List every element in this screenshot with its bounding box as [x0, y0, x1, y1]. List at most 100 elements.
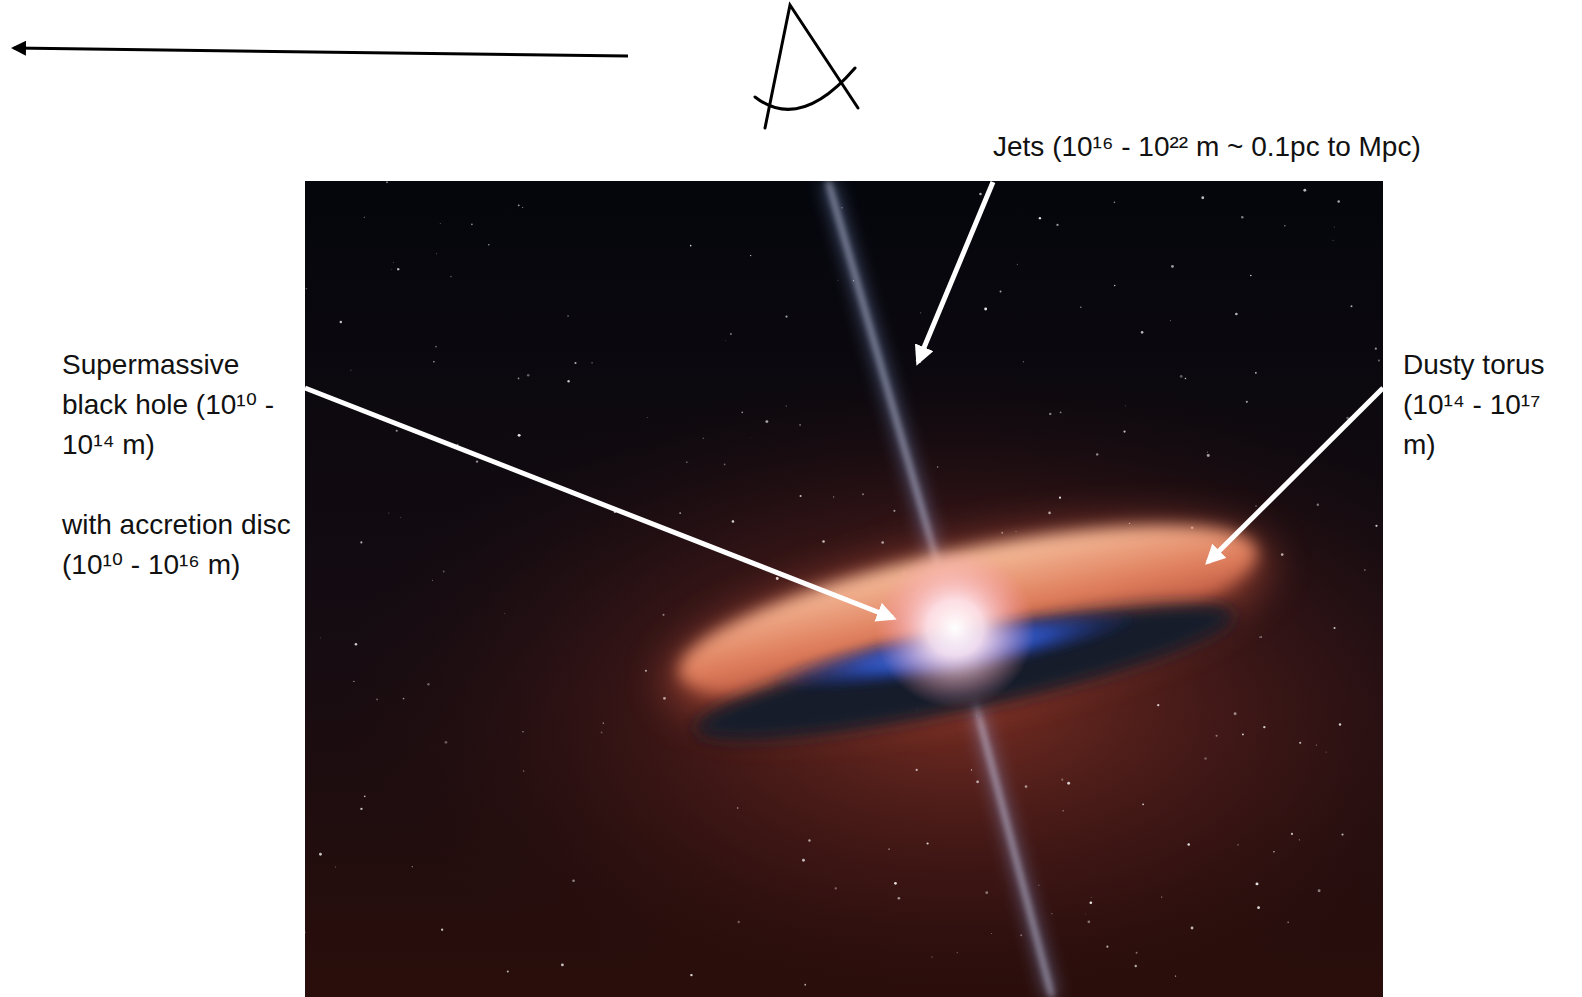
- leader-arrow: [1208, 388, 1383, 562]
- direction-arrow: [14, 48, 628, 56]
- star: [991, 933, 993, 935]
- star: [1255, 372, 1257, 374]
- star: [1049, 413, 1051, 415]
- star: [305, 932, 306, 933]
- star: [1284, 225, 1286, 227]
- star: [750, 255, 751, 256]
- star: [1096, 453, 1098, 455]
- star: [436, 253, 438, 255]
- star: [1235, 313, 1238, 316]
- star: [435, 346, 437, 348]
- star: [1025, 785, 1028, 788]
- star: [392, 261, 394, 263]
- star: [1185, 378, 1187, 380]
- star: [360, 808, 362, 810]
- star: [1287, 921, 1289, 923]
- star: [1175, 976, 1176, 977]
- star: [893, 510, 895, 512]
- star: [1187, 843, 1189, 845]
- star: [1023, 361, 1024, 362]
- star: [1263, 726, 1265, 728]
- star: [340, 321, 342, 323]
- star: [1237, 844, 1238, 845]
- star: [1048, 512, 1051, 515]
- star: [412, 866, 413, 867]
- star: [1020, 934, 1022, 936]
- star: [445, 741, 448, 744]
- star: [1364, 569, 1365, 570]
- star: [306, 288, 308, 290]
- star: [1062, 810, 1063, 811]
- star: [1125, 405, 1127, 407]
- star: [603, 722, 604, 723]
- star: [646, 417, 648, 419]
- star: [1038, 884, 1039, 885]
- star: [439, 223, 441, 225]
- star: [397, 268, 399, 270]
- star: [1375, 525, 1377, 527]
- leader-arrow: [305, 388, 893, 618]
- star: [527, 374, 530, 377]
- star: [1281, 553, 1284, 556]
- star: [350, 370, 351, 371]
- star: [1316, 745, 1317, 746]
- star: [730, 333, 732, 335]
- star: [920, 312, 921, 313]
- star: [663, 697, 666, 700]
- star: [1180, 375, 1183, 378]
- star: [1123, 430, 1125, 432]
- star: [504, 613, 505, 614]
- star: [686, 462, 687, 463]
- star: [518, 204, 520, 206]
- star: [1260, 636, 1262, 638]
- star: [1039, 217, 1041, 219]
- star: [984, 308, 987, 311]
- star: [1067, 782, 1070, 785]
- star: [1080, 307, 1081, 308]
- star: [364, 217, 365, 218]
- star: [567, 380, 569, 382]
- star: [1169, 320, 1171, 322]
- star: [1351, 305, 1353, 307]
- star: [1059, 497, 1061, 499]
- star: [432, 579, 434, 581]
- star: [376, 699, 378, 701]
- star: [1333, 226, 1335, 228]
- star: [1001, 532, 1003, 534]
- star: [1015, 530, 1017, 532]
- star: [364, 796, 366, 798]
- star: [320, 637, 322, 639]
- star: [881, 541, 884, 544]
- star: [1333, 627, 1335, 629]
- star: [1337, 200, 1339, 202]
- star: [476, 460, 478, 462]
- star: [1157, 704, 1159, 706]
- star: [601, 732, 603, 734]
- star: [931, 956, 932, 957]
- star: [396, 430, 398, 432]
- star: [1051, 913, 1052, 914]
- star: [1216, 735, 1218, 737]
- bright-core: [875, 548, 1035, 708]
- star: [572, 879, 575, 882]
- star: [1061, 779, 1063, 781]
- star: [725, 340, 727, 342]
- star: [916, 769, 918, 771]
- star: [441, 929, 443, 931]
- star: [561, 964, 564, 967]
- star: [1136, 952, 1138, 954]
- star: [1141, 331, 1144, 334]
- star: [1299, 742, 1301, 744]
- star: [1255, 505, 1256, 506]
- star: [507, 970, 509, 972]
- star: [388, 512, 389, 513]
- star: [1234, 712, 1237, 715]
- star: [567, 315, 569, 317]
- star: [1204, 757, 1207, 760]
- star: [927, 842, 929, 844]
- star: [1303, 189, 1306, 192]
- star: [522, 731, 523, 732]
- star: [488, 244, 489, 245]
- star: [785, 315, 787, 317]
